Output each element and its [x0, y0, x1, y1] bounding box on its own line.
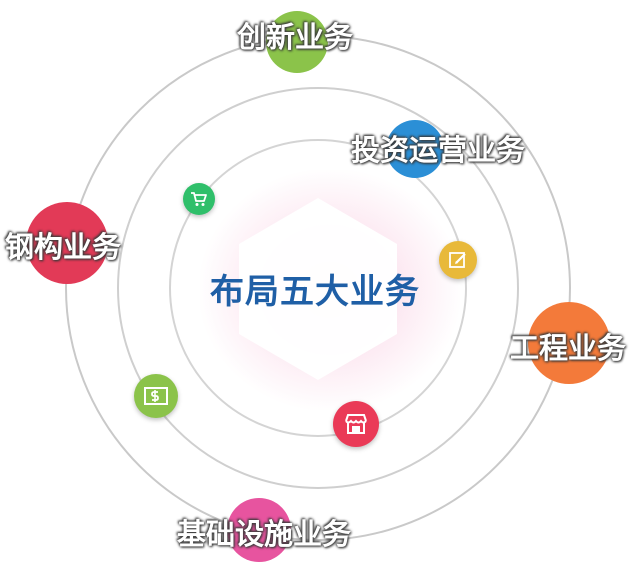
- center-title: 布局五大业务: [210, 272, 420, 312]
- investment-bubble: [386, 120, 444, 178]
- infrastructure-bubble: [227, 498, 291, 562]
- shopping-cart-icon: [183, 183, 215, 215]
- storefront-icon: [333, 401, 379, 447]
- steel-bubble: [26, 202, 108, 284]
- investment-operation-business-label[interactable]: 投资运营业务: [351, 133, 526, 167]
- infrastructure-business-label[interactable]: 基础设施业务: [177, 517, 352, 551]
- money-card-icon: [134, 374, 178, 418]
- steel-structure-business-label[interactable]: 钢构业务: [5, 230, 122, 264]
- edit-note-icon: [439, 241, 477, 279]
- innovation-bubble: [266, 11, 328, 73]
- engineering-business-label[interactable]: 工程业务: [510, 331, 627, 365]
- inner-ring: [169, 139, 467, 437]
- innovation-business-label[interactable]: 创新业务: [237, 20, 354, 54]
- middle-ring: [117, 87, 519, 489]
- engineering-bubble: [528, 302, 610, 384]
